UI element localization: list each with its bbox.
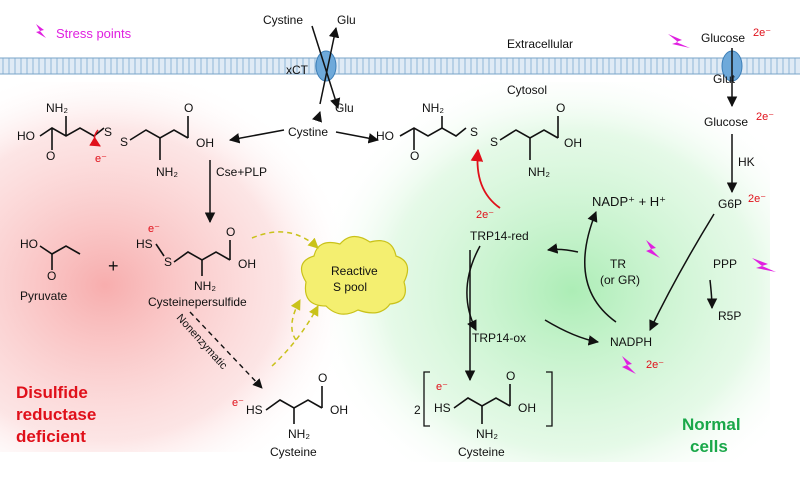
- svg-text:NH₂: NH₂: [46, 101, 68, 115]
- glucose-out-charge: 2e⁻: [753, 27, 771, 39]
- svg-text:S: S: [104, 125, 112, 139]
- cystine-top-label: Cystine: [263, 13, 303, 27]
- left-cysteine-molecule: e⁻ HS O OH NH₂ Cysteine: [232, 371, 348, 459]
- plus-sign: +: [108, 256, 119, 276]
- trp14-red-label: TRP14-red: [470, 229, 529, 243]
- ppp-label: PPP: [713, 257, 737, 271]
- svg-text:OH: OH: [564, 136, 582, 150]
- trp14-ox-label: TRP14-ox: [472, 331, 526, 345]
- svg-text:2: 2: [414, 403, 421, 417]
- tr-stress-icon: [646, 240, 660, 258]
- svg-text:OH: OH: [238, 257, 256, 271]
- cystine-mid-label: Cystine: [288, 125, 328, 139]
- svg-text:NH₂: NH₂: [476, 427, 498, 441]
- svg-text:O: O: [318, 371, 327, 385]
- center-cystine-molecule: HO NH₂ O S S NH₂ O OH: [376, 101, 582, 179]
- glu-top-label: Glu: [337, 13, 356, 27]
- xct-label: xCT: [286, 63, 309, 77]
- svg-text:S: S: [120, 135, 128, 149]
- stress-points-label: Stress points: [56, 26, 132, 41]
- svg-text:e⁻: e⁻: [436, 381, 448, 393]
- disulfide-label-1: Disulfide: [16, 383, 88, 402]
- r5p-label: R5P: [718, 309, 741, 323]
- ppp-stress-icon: [752, 258, 776, 272]
- disulfide-label-2: reductase: [16, 405, 96, 424]
- xct-channel-icon: [315, 50, 337, 82]
- nadph-charge-label: 2e⁻: [646, 359, 664, 371]
- svg-text:NH₂: NH₂: [156, 165, 178, 179]
- svg-text:S pool: S pool: [333, 280, 367, 294]
- glucose-in-charge: 2e⁻: [756, 111, 774, 123]
- right-cysteine-molecule: 2 e⁻ HS O OH NH₂ Cysteine: [414, 369, 553, 459]
- cse-plp-label: Cse+PLP: [216, 165, 267, 179]
- svg-text:e⁻: e⁻: [95, 153, 107, 165]
- left-cystine-molecule: HO NH₂ O S S NH₂ O OH e⁻: [17, 101, 214, 179]
- svg-text:HO: HO: [17, 129, 35, 143]
- svg-text:S: S: [490, 135, 498, 149]
- tr-label: TR: [610, 257, 626, 271]
- svg-text:HS: HS: [136, 237, 153, 251]
- normal-label-1: Normal: [682, 415, 741, 434]
- pyruvate-molecule: HO O Pyruvate: [20, 237, 81, 303]
- extracellular-label: Extracellular: [507, 37, 573, 51]
- glut-label: Glut: [713, 72, 736, 86]
- svg-text:Cysteinepersulfide: Cysteinepersulfide: [148, 295, 247, 309]
- svg-text:Pyruvate: Pyruvate: [20, 289, 68, 303]
- or-gr-label: (or GR): [600, 273, 640, 287]
- svg-text:S: S: [164, 255, 172, 269]
- reactive-s-pool: Reactive S pool: [300, 235, 409, 315]
- svg-text:NH₂: NH₂: [194, 279, 216, 293]
- svg-text:O: O: [46, 149, 55, 163]
- svg-text:NH₂: NH₂: [422, 101, 444, 115]
- cell-membrane: [0, 58, 800, 74]
- trp-2e-label: 2e⁻: [476, 209, 494, 221]
- svg-text:Cysteine: Cysteine: [458, 445, 505, 459]
- svg-text:O: O: [226, 225, 235, 239]
- svg-text:O: O: [506, 369, 515, 383]
- svg-text:OH: OH: [518, 401, 536, 415]
- svg-text:HS: HS: [434, 401, 451, 415]
- hk-label: HK: [738, 155, 755, 169]
- glucose-out-label: Glucose: [701, 31, 745, 45]
- svg-text:HO: HO: [20, 237, 38, 251]
- svg-text:Cysteine: Cysteine: [270, 445, 317, 459]
- svg-text:e⁻: e⁻: [148, 223, 160, 235]
- g6p-charge: 2e⁻: [748, 193, 766, 205]
- svg-text:O: O: [556, 101, 565, 115]
- svg-text:NH₂: NH₂: [288, 427, 310, 441]
- stress-legend-icon: [36, 24, 46, 38]
- svg-text:Reactive: Reactive: [331, 264, 378, 278]
- svg-text:O: O: [410, 149, 419, 163]
- svg-text:O: O: [47, 269, 56, 283]
- svg-text:O: O: [184, 101, 193, 115]
- svg-text:OH: OH: [330, 403, 348, 417]
- nadph-stress-icon: [622, 356, 636, 374]
- svg-text:S: S: [470, 125, 478, 139]
- svg-text:e⁻: e⁻: [232, 397, 244, 409]
- nadph-label: NADPH: [610, 335, 652, 349]
- svg-text:OH: OH: [196, 136, 214, 150]
- svg-text:HO: HO: [376, 129, 394, 143]
- disulfide-label-3: deficient: [16, 427, 86, 446]
- cysteinepersulfide-molecule: e⁻ HS S O OH NH₂ Cysteinepersulfide: [136, 223, 256, 309]
- nadp-plus-label: NADP⁺ + H⁺: [592, 194, 666, 209]
- glucose-in-label: Glucose: [704, 115, 748, 129]
- cytosol-label: Cytosol: [507, 83, 547, 97]
- normal-label-2: cells: [690, 437, 728, 456]
- svg-text:HS: HS: [246, 403, 263, 417]
- g6p-label: G6P: [718, 197, 742, 211]
- svg-text:NH₂: NH₂: [528, 165, 550, 179]
- glucose-stress-icon: [668, 34, 690, 48]
